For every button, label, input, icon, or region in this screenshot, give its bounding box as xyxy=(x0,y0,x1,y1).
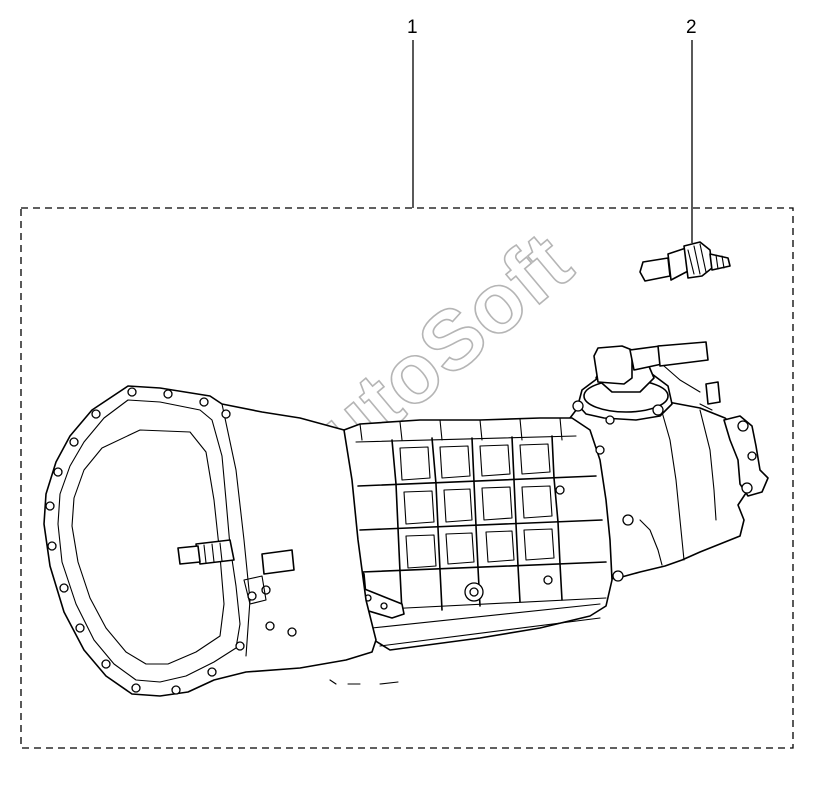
output-flange xyxy=(723,415,769,497)
callout-label-1[interactable]: 1 xyxy=(407,17,418,38)
bell-housing xyxy=(43,385,377,697)
reverse-light-switch-drawing[interactable] xyxy=(639,241,731,282)
callout-label-2[interactable]: 2 xyxy=(686,17,697,38)
transmission-assembly-drawing[interactable] xyxy=(43,341,769,697)
kit-boundary-dashed-box xyxy=(20,207,794,749)
